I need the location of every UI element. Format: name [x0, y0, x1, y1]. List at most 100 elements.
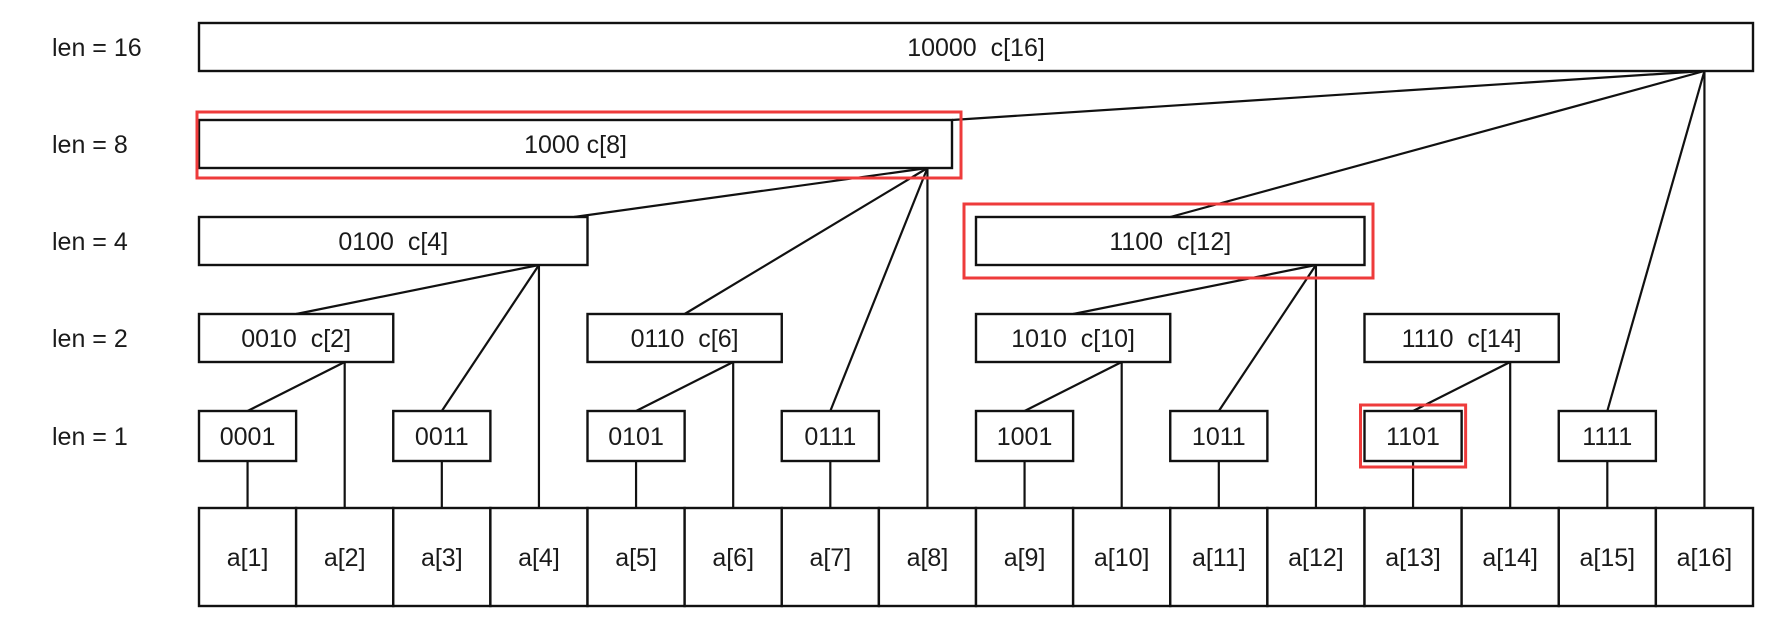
node-label: 0111 — [804, 423, 856, 451]
array-cell-label: a[9] — [1004, 544, 1046, 572]
array-cell-box — [392, 506, 492, 608]
edge-c4-to-c3 — [440, 264, 540, 412]
edge-c6-to-c5 — [635, 361, 734, 412]
node-box — [974, 215, 1366, 267]
array-cell-label: a[8] — [907, 544, 949, 572]
array-cell-box — [877, 506, 978, 608]
node-box — [197, 21, 1755, 73]
tree-node-c15: 1111 — [1557, 409, 1658, 463]
node-box — [1557, 409, 1658, 463]
tree-node-c14: 1110 c[14] — [1363, 312, 1560, 364]
array-cell-label: a[3] — [421, 544, 463, 572]
node-box — [780, 409, 881, 463]
node-box — [1169, 409, 1269, 463]
array-cell-label: a[11] — [1192, 544, 1246, 572]
node-label: 0010 c[2] — [241, 325, 351, 353]
node-box — [197, 409, 298, 463]
edge-c10-to-c9 — [1024, 361, 1123, 412]
tree-node-c16: 10000 c[16] — [197, 21, 1755, 73]
array-cell: a[13] — [1363, 506, 1463, 608]
array-cell-box — [1654, 506, 1755, 608]
array-row: a[1] a[2] a[3] a[4]a[5] a[6] a[7] a[8] a[9] a[10… — [197, 506, 1755, 608]
row-label-len-4: len = 4 — [52, 228, 128, 256]
tree-nodes: 10000 c[16] 1000 c[8] 0100 c[4] 1100 c[12] 0… — [197, 21, 1755, 463]
array-cell-box — [1266, 506, 1366, 608]
row-label-len-8: len = 8 — [52, 131, 128, 159]
tree-node-c10: 1010 c[10] — [974, 312, 1172, 364]
node-label: 1000 c[8] — [524, 131, 627, 159]
row-label-len-1: len = 1 — [52, 423, 128, 451]
node-label: 0101 — [608, 423, 664, 451]
node-box — [197, 312, 395, 364]
array-cell: a[8] — [877, 506, 978, 608]
highlight-frame-c12 — [962, 202, 1375, 280]
array-cell-box — [1363, 506, 1463, 608]
row-label-len-2: len = 2 — [52, 325, 128, 353]
array-cell-label: a[6] — [712, 544, 754, 572]
edge-c16-to-c8 — [951, 69, 1705, 122]
node-label: 1110 c[14] — [1402, 325, 1522, 353]
array-cell: a[4] — [489, 506, 589, 608]
array-cell: a[9] — [974, 506, 1075, 608]
array-cell: a[16] — [1654, 506, 1755, 608]
row-label-len-16: len = 16 — [52, 34, 142, 62]
node-box — [586, 409, 686, 463]
edge-c8-to-c6 — [684, 167, 929, 315]
node-label: 1010 c[10] — [1011, 325, 1135, 353]
array-cell-box — [586, 506, 686, 608]
node-box — [197, 215, 589, 267]
tree-node-c12: 1100 c[12] — [974, 215, 1366, 267]
tree-node-c13: 1101 — [1363, 409, 1463, 463]
edge-c4-to-c2 — [295, 263, 540, 316]
array-cell-box — [1557, 506, 1658, 608]
tree-node-c4: 0100 c[4] — [197, 215, 589, 267]
array-cell: a[3] — [392, 506, 492, 608]
edge-c16-to-c12 — [1169, 69, 1705, 219]
array-cell-label: a[10] — [1094, 544, 1150, 572]
array-cell: a[14] — [1460, 506, 1560, 608]
node-label: 1111 — [1582, 423, 1632, 451]
node-label: 1011 — [1192, 423, 1246, 451]
highlight-frames — [195, 110, 1468, 469]
node-label: 1001 — [997, 423, 1053, 451]
node-label: 1100 c[12] — [1109, 228, 1231, 256]
array-cell: a[7] — [780, 506, 881, 608]
array-cell-box — [780, 506, 881, 608]
node-box — [586, 312, 783, 364]
array-cell: a[6] — [683, 506, 783, 608]
edge-c8-to-c4 — [573, 166, 928, 219]
edge-c8-to-c7 — [829, 167, 929, 412]
node-label: 0110 c[6] — [631, 325, 739, 353]
edge-c16-to-c15 — [1606, 70, 1706, 412]
tree-node-c8: 1000 c[8] — [197, 118, 954, 170]
array-cell-box — [683, 506, 783, 608]
edge-c2-to-c1 — [247, 361, 346, 412]
array-cell-box — [1460, 506, 1560, 608]
tree-node-c3: 0011 — [392, 409, 492, 463]
node-label: 0001 — [220, 423, 276, 451]
edge-c14-to-c13 — [1412, 361, 1511, 412]
node-box — [197, 118, 954, 170]
array-cell-label: a[7] — [809, 544, 851, 572]
tree-node-c7: 0111 — [780, 409, 881, 463]
tree-node-c11: 1011 — [1169, 409, 1269, 463]
node-label: 1101 — [1386, 423, 1440, 451]
array-cell: a[12] — [1266, 506, 1366, 608]
highlight-frame-c8 — [195, 110, 963, 180]
array-cell-label: a[1] — [227, 544, 269, 572]
edge-c12-to-c10 — [1072, 263, 1317, 316]
array-cell-label: a[2] — [324, 544, 366, 572]
tree-node-c2: 0010 c[2] — [197, 312, 395, 364]
tree-node-c5: 0101 — [586, 409, 686, 463]
node-box — [1363, 312, 1560, 364]
node-label: 0011 — [415, 423, 469, 451]
tree-node-c1: 0001 — [197, 409, 298, 463]
array-cell: a[5] — [586, 506, 686, 608]
array-cell-label: a[12] — [1288, 544, 1344, 572]
edge-c12-to-c11 — [1217, 264, 1317, 412]
array-cell: a[11] — [1169, 506, 1269, 608]
tree-edges — [246, 69, 1706, 508]
array-cell: a[15] — [1557, 506, 1658, 608]
